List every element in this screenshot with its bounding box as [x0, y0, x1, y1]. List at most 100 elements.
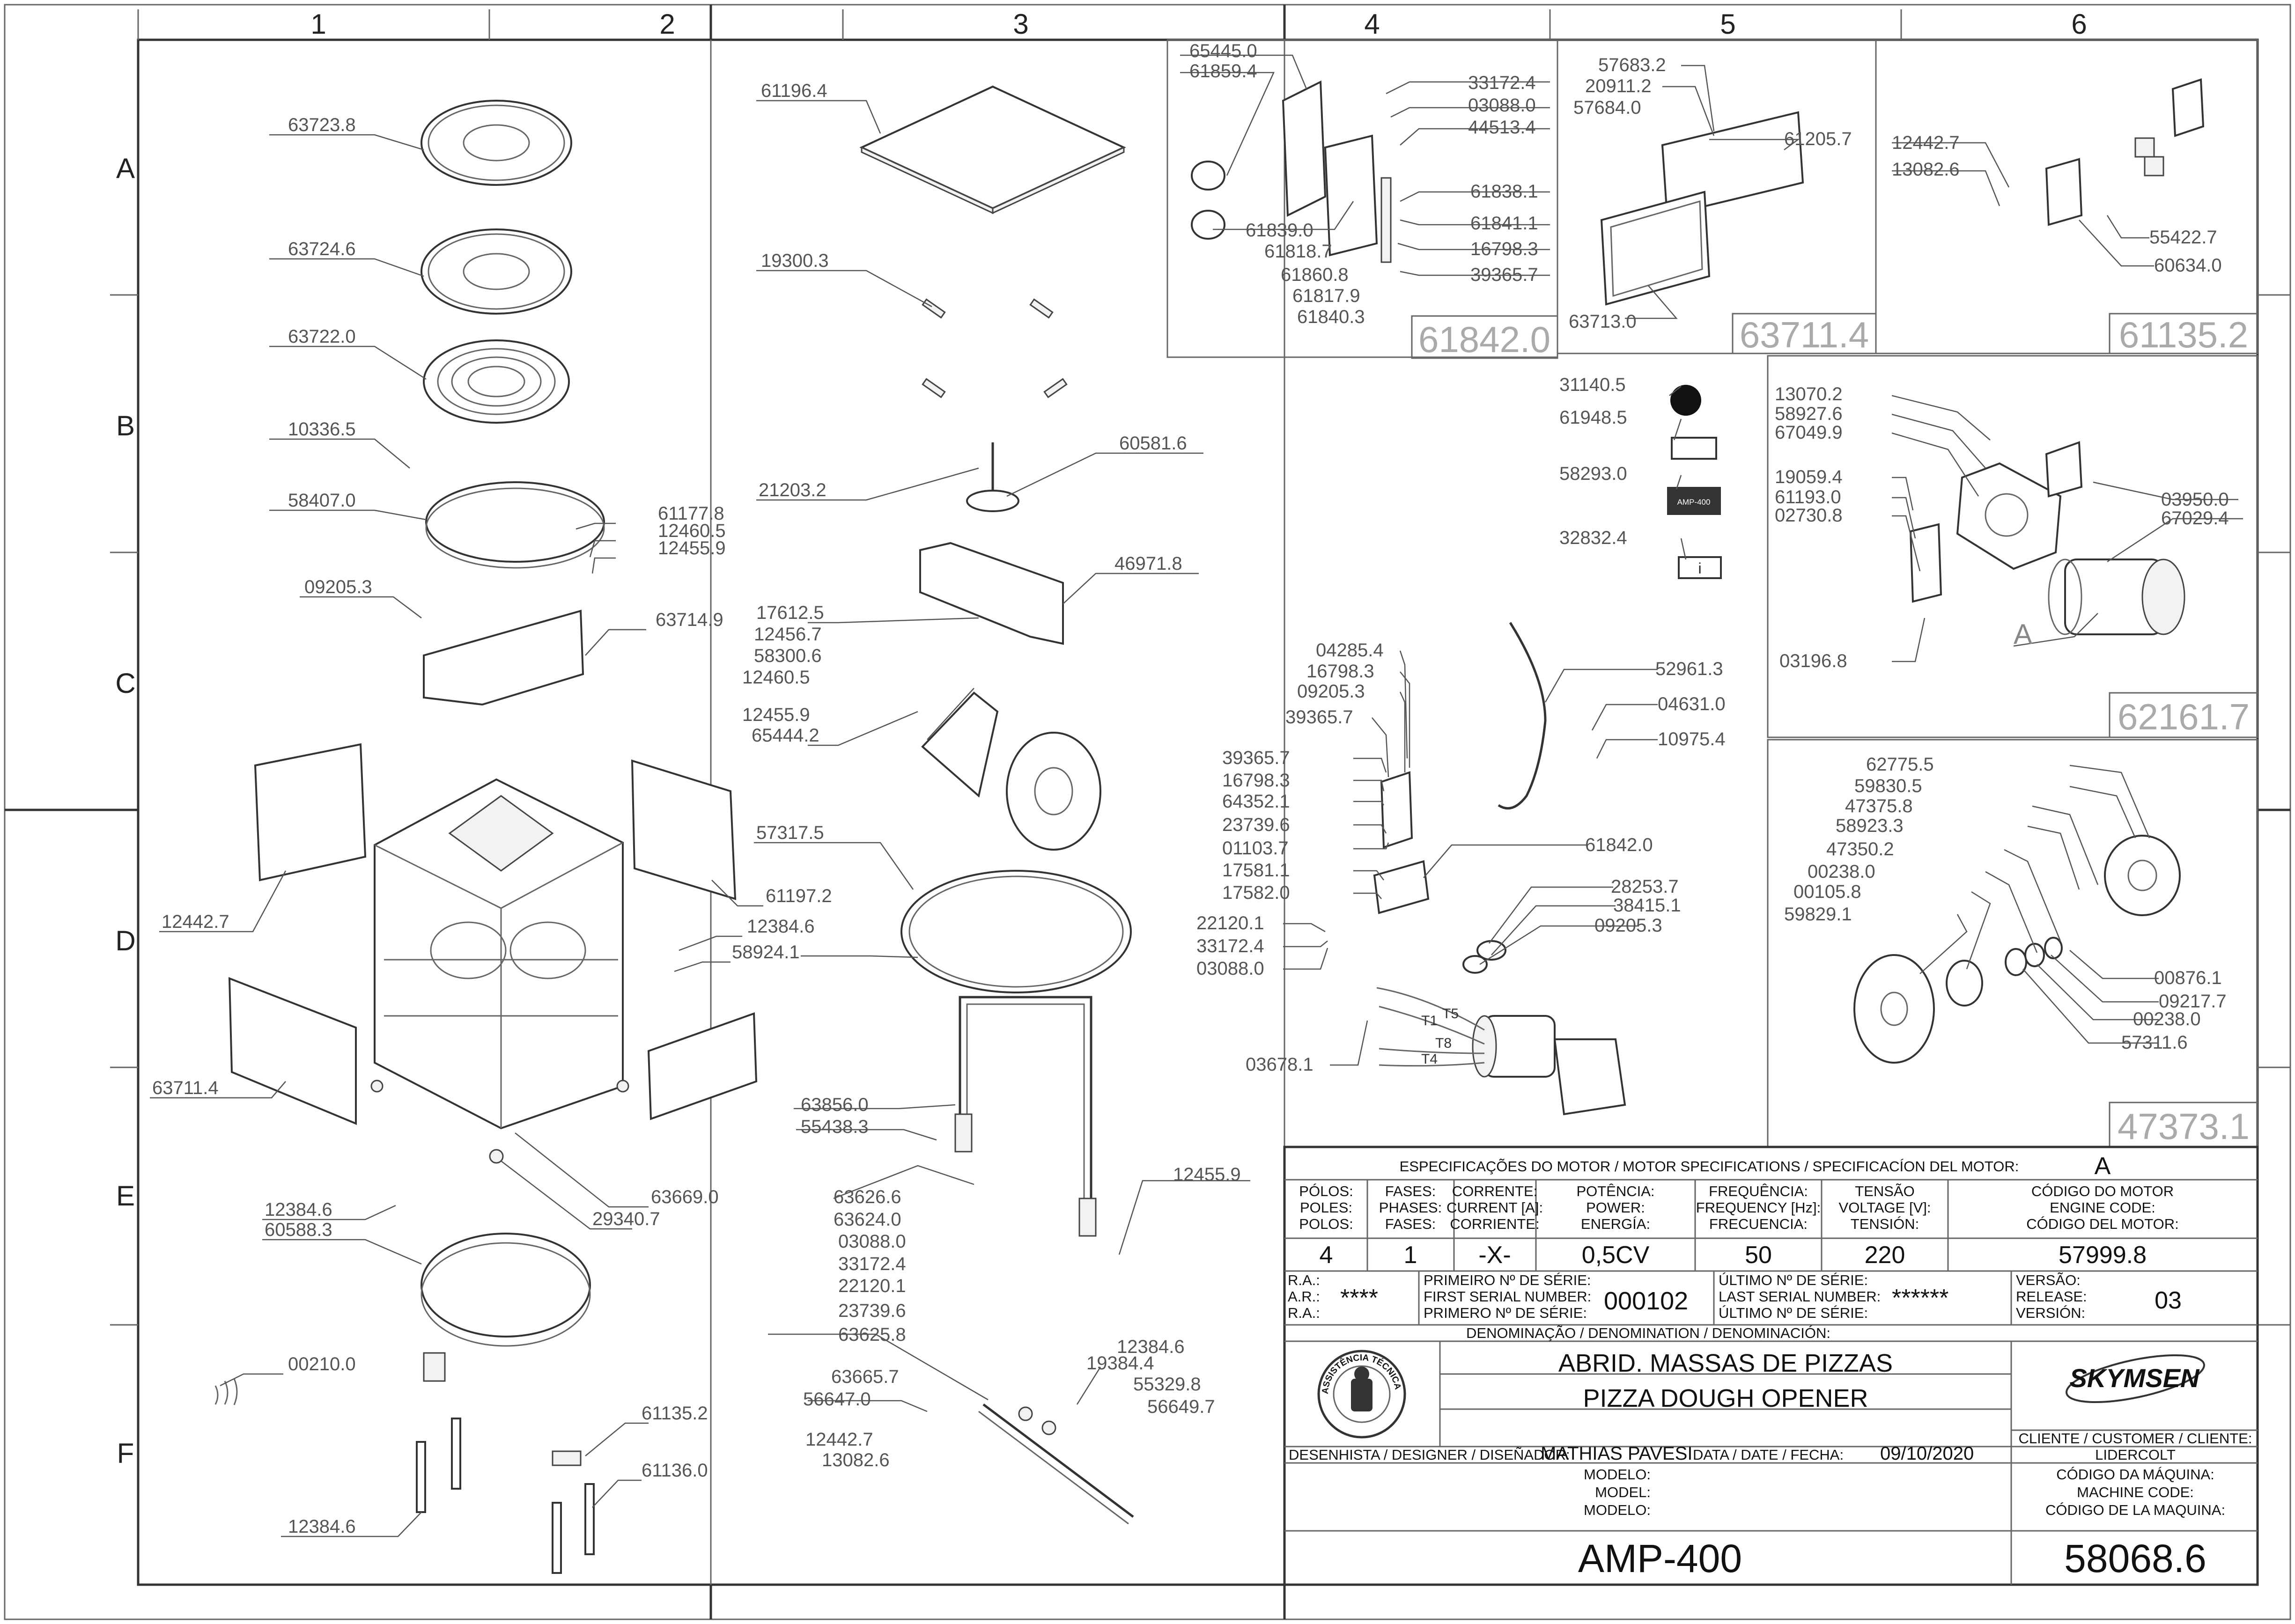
part-number-label: 63625.8: [838, 1324, 906, 1345]
part-number-label: 55422.7: [2149, 227, 2217, 248]
label-dot-icon: [1670, 385, 1701, 416]
seal-text: ASSISTÊNCIA TÉCNICA AUTORIZADA: [0, 0, 1403, 1395]
part-number-label: 58293.0: [1559, 463, 1627, 484]
poles-label: POLOS:: [1299, 1216, 1353, 1232]
part-number-label: 57311.6: [2121, 1032, 2188, 1053]
frequency-label: FREQUENCY [Hz]:: [1696, 1199, 1821, 1216]
sticker-label: AMP-400: [1677, 498, 1711, 507]
part-number-label: 61197.2: [766, 886, 832, 906]
part-number-label: 63713.0: [1569, 311, 1637, 332]
part-number-label: 61842.0: [1585, 835, 1653, 855]
part-number-label: 12460.5: [658, 521, 726, 541]
zone-row-b: B: [116, 410, 135, 441]
ra-label: A.R.:: [1288, 1288, 1320, 1305]
wire-label: T8: [1435, 1036, 1452, 1051]
part-number-label: 63669.0: [651, 1187, 719, 1207]
phases-value: 1: [1404, 1242, 1417, 1269]
part-number-label: 16798.3: [1222, 770, 1290, 791]
part-number-label: 67029.4: [2161, 508, 2229, 529]
subassembly-labels: 61842.0 63711.4 61135.2 62161.7 47373.1: [1418, 314, 2250, 1147]
subassembly-61842: 61842.0: [1418, 319, 1550, 360]
subassembly-61135: 61135.2: [2119, 314, 2248, 355]
part-number-label: 03196.8: [1779, 651, 1847, 671]
model-label: MODEL:: [1595, 1484, 1651, 1500]
part-number-label: 31140.5: [1559, 375, 1626, 395]
subassembly-63711: 63711.4: [1740, 314, 1869, 355]
part-number-label: 21203.2: [759, 480, 826, 500]
current-label: CORRENTE:: [1452, 1183, 1538, 1199]
first-serial-label: PRIMERO Nº DE SÉRIE:: [1424, 1305, 1587, 1321]
subassembly-62161: 62161.7: [2118, 696, 2250, 737]
zone-col-2: 2: [659, 8, 675, 40]
part-number-label: 58407.0: [288, 490, 356, 511]
part-number-label: 17581.1: [1222, 860, 1290, 881]
part-number-label: 09205.3: [1594, 915, 1662, 936]
part-number-label: 03088.0: [838, 1231, 906, 1252]
part-number-label: 09217.7: [2159, 991, 2227, 1012]
date-value: 09/10/2020: [1880, 1443, 1974, 1464]
part-number-label: 57683.2: [1598, 55, 1666, 75]
part-number-label: 03678.1: [1246, 1054, 1314, 1075]
engine-code-label: CÓDIGO DO MOTOR: [2031, 1183, 2174, 1199]
part-number-label: 44513.4: [1468, 117, 1536, 138]
part-number-label: 12384.6: [288, 1516, 356, 1537]
part-number-label: 58924.1: [732, 942, 800, 963]
machine-code-label: CÓDIGO DA MÁQUINA:: [2056, 1466, 2214, 1483]
part-number-label: 12455.9: [742, 705, 810, 725]
part-number-label: 63711.4: [152, 1078, 219, 1098]
poles-label: POLES:: [1300, 1199, 1352, 1216]
current-label: CURRENT [A]:: [1446, 1199, 1543, 1216]
part-number-label: 00876.1: [2154, 968, 2222, 988]
part-number-label: 55329.8: [1133, 1374, 1201, 1395]
last-serial-label: ÚLTIMO Nº DE SÉRIE:: [1719, 1272, 1868, 1288]
current-value: -X-: [1478, 1242, 1511, 1269]
part-number-label: 12455.9: [1173, 1164, 1241, 1185]
part-number-label: 17612.5: [756, 603, 824, 623]
denomination-label: DENOMINAÇÃO / DENOMINATION / DENOMINACIÓ…: [1466, 1325, 1830, 1341]
part-number-label: 19059.4: [1775, 467, 1843, 487]
part-number-label: 61193.0: [1775, 487, 1841, 507]
part-number-label: 12384.6: [747, 916, 815, 937]
part-number-label: 03088.0: [1468, 95, 1536, 116]
frequency-label: FREQUÊNCIA:: [1709, 1183, 1808, 1199]
version-label: RELEASE:: [2016, 1288, 2087, 1305]
zone-row-d: D: [115, 925, 135, 956]
subassembly-47373: 47373.1: [2118, 1106, 2250, 1147]
part-number-label: 61177.8: [658, 503, 724, 524]
engine-code-label: ENGINE CODE:: [2050, 1199, 2155, 1216]
wire-label: T1: [1421, 1013, 1438, 1029]
part-number-label: 12442.7: [162, 911, 229, 932]
part-number-label: 13070.2: [1775, 384, 1843, 404]
ra-label: R.A.:: [1288, 1272, 1320, 1288]
zone-col-6: 6: [2071, 8, 2087, 40]
motor-reference-label: A: [2014, 618, 2032, 650]
machine-code-label: CÓDIGO DE LA MAQUINA:: [2045, 1502, 2225, 1518]
model-value: AMP-400: [1578, 1536, 1742, 1580]
part-number-label: 02730.8: [1775, 505, 1843, 526]
version-label: VERSIÓN:: [2016, 1305, 2085, 1321]
part-number-label: 61136.0: [642, 1460, 708, 1481]
part-number-label: 47375.8: [1845, 796, 1913, 816]
part-number-label: 39365.7: [1470, 265, 1538, 285]
part-number-label: 28253.7: [1611, 876, 1679, 897]
part-number-label: 61196.4: [761, 81, 827, 101]
leader-lines: [150, 54, 2243, 1537]
part-number-label: 00238.0: [2133, 1009, 2201, 1029]
part-number-label: 56649.7: [1147, 1396, 1215, 1417]
part-number-label: 04631.0: [1658, 694, 1726, 714]
part-number-label: 22120.1: [1196, 913, 1264, 933]
part-number-label: 16798.3: [1306, 661, 1374, 682]
zone-row-c: C: [115, 668, 135, 699]
zone-col-4: 4: [1364, 8, 1380, 40]
first-serial-label: FIRST SERIAL NUMBER:: [1424, 1288, 1591, 1305]
part-number-label: 59829.1: [1784, 904, 1852, 925]
part-number-label: 61135.2: [642, 1403, 708, 1424]
phases-label: FASES:: [1385, 1216, 1436, 1232]
part-number-label: 59830.5: [1854, 776, 1922, 796]
part-number-label: 61838.1: [1470, 181, 1538, 202]
part-number-label: 12442.7: [1892, 132, 1960, 153]
model-label: MODELO:: [1584, 1466, 1651, 1483]
part-number-label: 64352.1: [1222, 791, 1290, 812]
part-number-label: 17582.0: [1222, 882, 1290, 903]
